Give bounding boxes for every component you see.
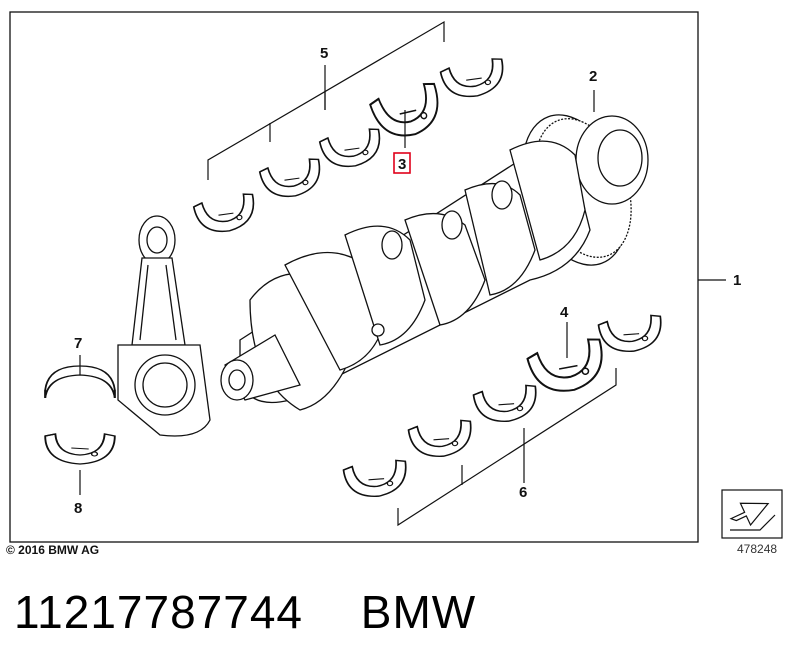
part-number: 11217787744	[14, 586, 303, 638]
crankshaft	[221, 100, 649, 410]
callout-7: 7	[74, 335, 82, 352]
bracket-6	[397, 322, 617, 527]
image-number: 478248	[737, 542, 777, 556]
arrow-down-right-icon[interactable]	[721, 489, 783, 539]
copyright-text: © 2016 BMW AG	[6, 543, 99, 557]
brand-name: BMW	[360, 586, 477, 638]
callout-3-highlight	[393, 152, 411, 174]
rod-bearing-shells	[44, 365, 116, 465]
callout-6: 6	[519, 484, 527, 501]
callout-1: 1	[733, 272, 741, 289]
callout-2: 2	[589, 68, 597, 85]
callout-8: 8	[74, 500, 82, 517]
connecting-rod	[118, 216, 210, 436]
callout-4: 4	[560, 304, 569, 321]
callout-3[interactable]: 3	[398, 156, 406, 173]
bracket-5	[207, 20, 445, 180]
diagram-frame	[9, 11, 699, 543]
footer-caption: 11217787744 BMW	[14, 585, 476, 639]
callout-5: 5	[320, 45, 328, 62]
